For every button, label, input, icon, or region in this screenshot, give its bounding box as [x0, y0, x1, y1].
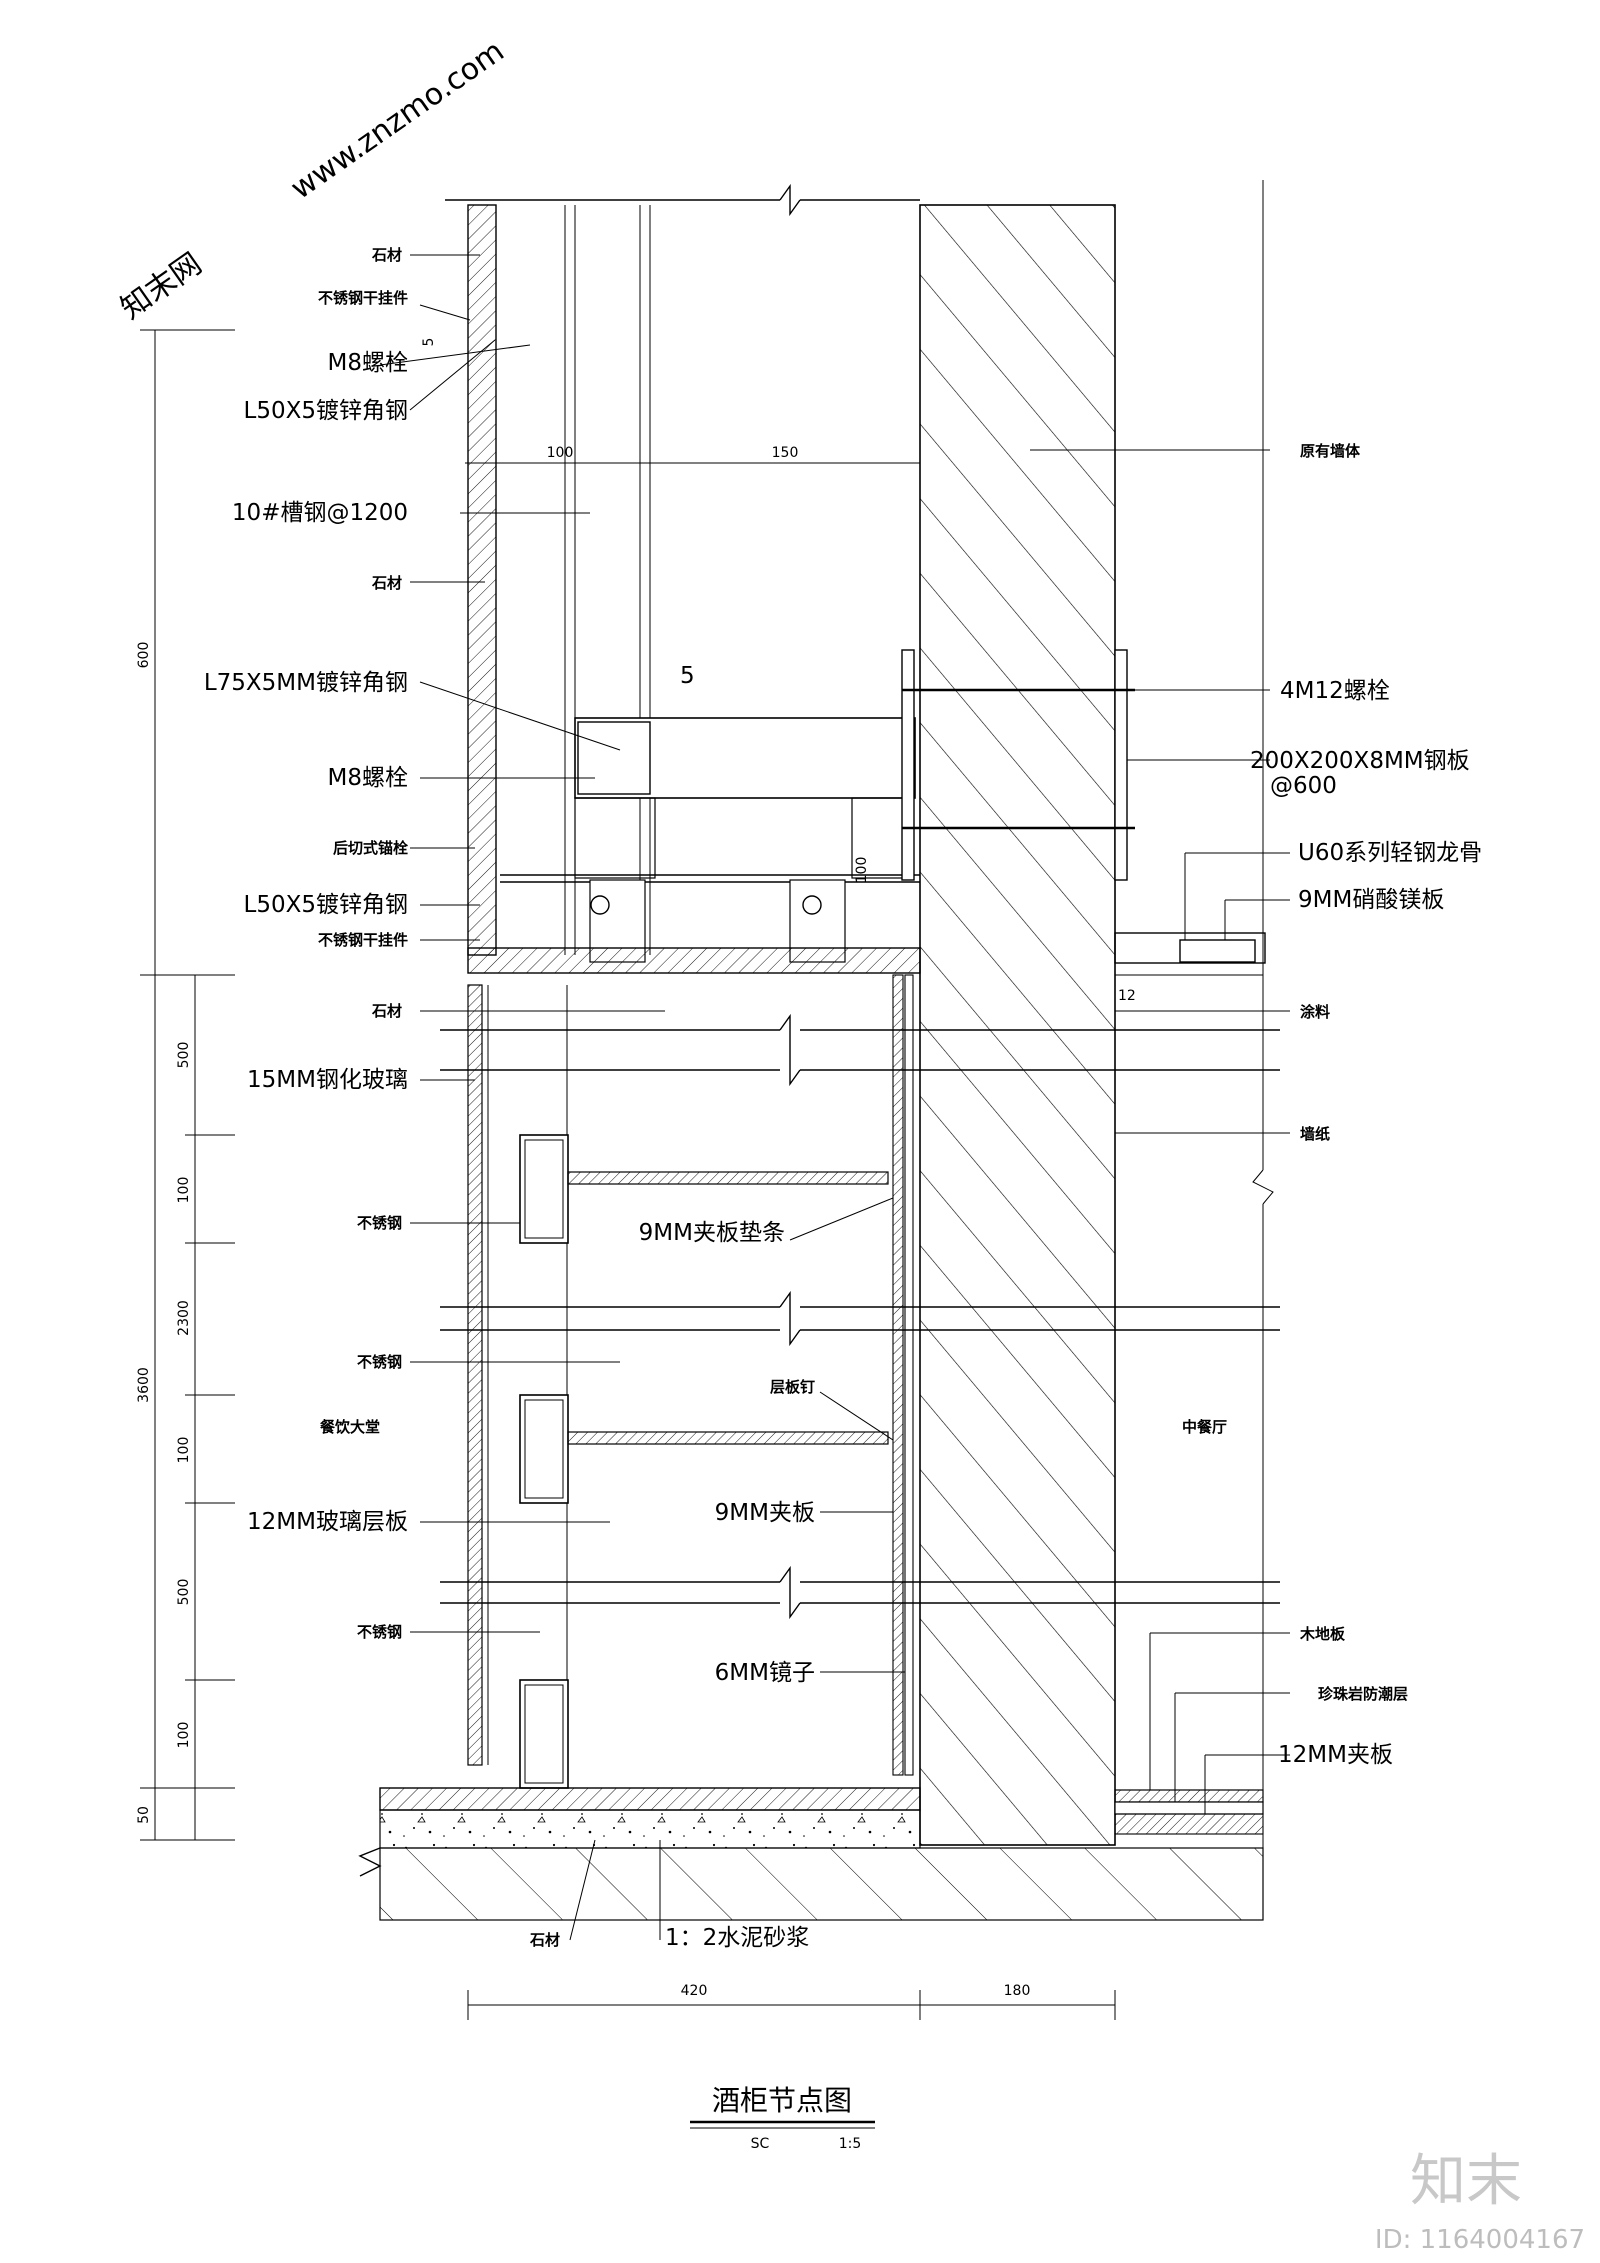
- label-weld: 5: [680, 663, 695, 689]
- right-labels: 原有墙体 4M12螺栓 200X200X8MM钢板 @600 U60系列轻钢龙骨…: [1182, 442, 1482, 1768]
- dimension-lines: [140, 329, 1116, 2020]
- label-dining-hall: 餐饮大堂: [320, 1418, 380, 1436]
- scale-ratio: 1:5: [839, 2136, 862, 2152]
- label-plywood: 9MM夹板: [715, 1500, 815, 1526]
- mirror: [904, 974, 914, 1776]
- label-ss-hanger-top: 不锈钢干挂件: [318, 289, 408, 307]
- break-lines: [440, 1013, 1280, 1620]
- stone-cladding-top: [467, 204, 497, 956]
- label-existing-wall: 原有墙体: [1300, 442, 1361, 460]
- dim-100-c: 100: [176, 1722, 192, 1749]
- label-glass-shelf: 12MM玻璃层板: [247, 1509, 408, 1535]
- label-paint: 涂料: [1300, 1003, 1330, 1021]
- steel-plate-left: [901, 649, 915, 881]
- ss-tube-2: [519, 1394, 569, 1504]
- label-mirror: 6MM镜子: [715, 1660, 815, 1686]
- scale-code: SC: [751, 2136, 770, 2152]
- dim-12: 12: [1118, 988, 1136, 1004]
- plywood-back: [892, 974, 904, 1776]
- structural-slab: [379, 1847, 1264, 1921]
- label-mgo-board: 9MM硝酸镁板: [1298, 887, 1444, 913]
- dim-420: 420: [681, 1983, 708, 1999]
- steel-plate-right: [1114, 649, 1128, 881]
- label-ss-hanger-bottom: 不锈钢干挂件: [318, 931, 408, 949]
- stone-floor: [379, 1787, 921, 1811]
- channel-steel-bracket: [574, 717, 916, 799]
- label-stone-floor: 石材: [529, 1931, 560, 1949]
- drawing-title: 酒柜节点图: [712, 2084, 852, 2117]
- watermark-id: ID: 1164004167: [1375, 2225, 1585, 2255]
- label-cement-mortar: 1：2水泥砂浆: [665, 1925, 809, 1951]
- label-ss-2: 不锈钢: [357, 1353, 402, 1371]
- label-epe-layer: 珍珠岩防潮层: [1318, 1685, 1408, 1703]
- label-angle-steel-top: L50X5镀锌角钢: [244, 398, 408, 424]
- ss-tube-1: [519, 1134, 569, 1244]
- leader-lines: [379, 254, 1290, 1941]
- label-plywood-strip: 9MM夹板垫条: [639, 1220, 785, 1246]
- dimension-text: 100 150 600 3600 500 100 2300 100 500 10…: [136, 338, 1136, 1999]
- glass-shelf-1: [567, 1171, 889, 1185]
- stone-beam: [467, 947, 921, 974]
- dim-5: 5: [421, 338, 437, 347]
- label-tempered-glass: 15MM钢化玻璃: [247, 1067, 408, 1093]
- structure: [358, 180, 1280, 1921]
- label-rear-anchor: 后切式锚栓: [333, 839, 408, 857]
- watermark-logo: 知末: [1410, 2149, 1522, 2214]
- cement-mortar: [379, 1809, 921, 1849]
- label-u60-keel: U60系列轻钢龙骨: [1298, 840, 1482, 866]
- dim-150-top: 150: [772, 445, 799, 461]
- label-bolt-4m12: 4M12螺栓: [1280, 678, 1390, 704]
- ceiling-board: [1114, 932, 1266, 964]
- label-steel-plate: 200X200X8MM钢板: [1250, 748, 1470, 774]
- dim-600: 600: [136, 642, 152, 669]
- label-m8-bolt-top: M8螺栓: [328, 350, 408, 376]
- dim-100-b: 100: [176, 1437, 192, 1464]
- dim-100-bracket: 100: [854, 857, 870, 884]
- dim-500-a: 500: [176, 1042, 192, 1069]
- label-steel-plate-spacing: @600: [1270, 773, 1337, 799]
- watermark-brand: 知末网: [115, 246, 209, 326]
- label-ss-1: 不锈钢: [357, 1214, 402, 1232]
- label-m8-bolt-mid: M8螺栓: [328, 765, 408, 791]
- glass-shelf-2: [567, 1431, 889, 1445]
- dim-100-top: 100: [547, 445, 574, 461]
- label-wallpaper: 墙纸: [1300, 1125, 1330, 1143]
- label-angle-75: L75X5MM镀锌角钢: [204, 670, 408, 696]
- label-angle-steel-bottom: L50X5镀锌角钢: [244, 892, 408, 918]
- left-labels: 石材 不锈钢干挂件 M8螺栓 L50X5镀锌角钢 10#槽钢@1200 石材 L…: [204, 246, 809, 1951]
- dim-180: 180: [1004, 1983, 1031, 1999]
- label-stone-top: 石材: [371, 246, 402, 264]
- label-stone-band: 石材: [371, 1002, 402, 1020]
- label-chinese-restaurant: 中餐厅: [1182, 1418, 1227, 1436]
- label-shelf-nail: 层板钉: [770, 1378, 815, 1396]
- title-block: 酒柜节点图 SC 1:5: [690, 2084, 875, 2152]
- label-ss-3: 不锈钢: [357, 1623, 402, 1641]
- watermark-site: www.znzmo.com: [285, 34, 511, 207]
- dim-2300: 2300: [176, 1300, 192, 1336]
- ss-tube-3: [519, 1679, 569, 1789]
- dim-3600: 3600: [136, 1367, 152, 1403]
- dim-50: 50: [136, 1806, 152, 1824]
- label-stone-mid: 石材: [371, 574, 402, 592]
- label-wood-floor: 木地板: [1299, 1625, 1346, 1643]
- tempered-glass: [467, 984, 483, 1766]
- existing-wall: [919, 204, 1116, 1846]
- dim-500-b: 500: [176, 1579, 192, 1606]
- label-plywood-12: 12MM夹板: [1278, 1742, 1393, 1768]
- mid-labels: 5 9MM夹板垫条 层板钉 9MM夹板 6MM镜子: [639, 663, 815, 1686]
- wood-floor: [1114, 1789, 1264, 1803]
- dim-100-a: 100: [176, 1177, 192, 1204]
- label-channel-steel: 10#槽钢@1200: [232, 500, 408, 526]
